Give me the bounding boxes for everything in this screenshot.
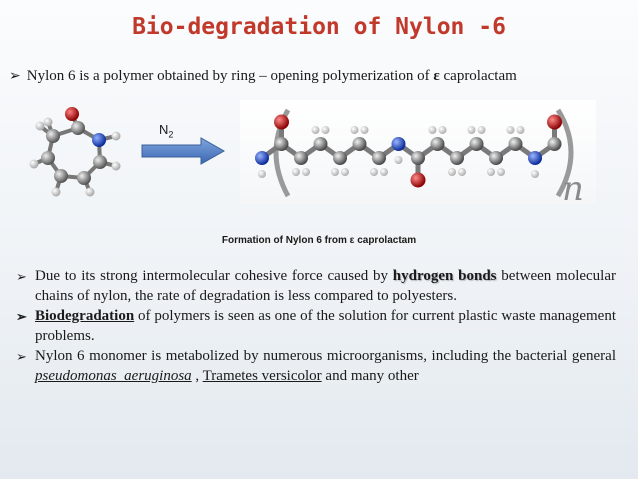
nylon-chain-svg: n bbox=[255, 108, 584, 209]
nylon-chain-image: n bbox=[240, 100, 596, 209]
trametes-term: Trametes versicolor bbox=[202, 368, 322, 384]
carbon-atom bbox=[333, 151, 347, 165]
figure-caption: Formation of Nylon 6 from ε caprolactam bbox=[221, 235, 417, 246]
right-bracket bbox=[555, 108, 574, 198]
hydrogen-atom bbox=[497, 168, 505, 176]
carbon-atom bbox=[372, 151, 386, 165]
biodegradation-term: Biodegradation bbox=[35, 308, 135, 324]
carbon-atom bbox=[313, 137, 328, 151]
hydrogen-atom bbox=[467, 126, 476, 134]
carbon-atom bbox=[294, 151, 308, 165]
bullet-arrow-icon: ➢ bbox=[16, 269, 27, 284]
oxygen-atom bbox=[274, 114, 289, 130]
hydrogen-atom bbox=[311, 126, 320, 134]
caprolactam-molecule-image bbox=[29, 107, 121, 197]
hydrogen-atom bbox=[360, 126, 369, 134]
list-item: ➢ Nylon 6 monomer is metabolized by nume… bbox=[16, 348, 616, 384]
carbon-atom bbox=[469, 137, 484, 151]
pseudomonas-term: pseudomonas aeruginosa bbox=[35, 368, 192, 384]
reagent-label: N2 bbox=[159, 122, 174, 140]
hydrogen-atom bbox=[506, 126, 515, 134]
nitrogen-atom bbox=[391, 137, 406, 151]
intro-text-before: Nylon 6 is a polymer obtained by ring – … bbox=[26, 68, 434, 84]
hydrogen-atom bbox=[341, 168, 349, 176]
bullet-arrow-icon: ➢ bbox=[16, 309, 27, 324]
carbon-atom bbox=[489, 151, 503, 165]
carbon-atom bbox=[274, 137, 289, 151]
carbon-atom bbox=[547, 137, 562, 151]
bullet-arrow-icon: ➢ bbox=[16, 349, 27, 364]
hydrogen-atom bbox=[458, 168, 466, 176]
list-item: ➢ Biodegradation of polymers is seen as … bbox=[16, 308, 616, 344]
hydrogen-atom bbox=[394, 156, 403, 164]
hydrogen-atom bbox=[428, 126, 437, 134]
hydrogen-atom bbox=[531, 170, 539, 178]
carbon-atom bbox=[508, 137, 523, 151]
bullet-list: ➢ Due to its strong intermolecular cohes… bbox=[16, 266, 616, 386]
intro-epsilon: ε bbox=[433, 68, 440, 84]
hydrogen-atom bbox=[477, 126, 486, 134]
bullet-arrow-icon: ➢ bbox=[9, 69, 21, 84]
hydrogen-atom bbox=[380, 168, 388, 176]
hydrogen-atom bbox=[331, 168, 339, 176]
intro-text-after: caprolactam bbox=[439, 68, 517, 84]
carbon-atom bbox=[450, 151, 464, 165]
intro-bullet: ➢ Nylon 6 is a polymer obtained by ring –… bbox=[9, 68, 517, 85]
repeat-unit-n-label: n bbox=[562, 169, 584, 204]
hydrogen-atom bbox=[438, 126, 447, 134]
list-item: ➢ Due to its strong intermolecular cohes… bbox=[16, 268, 616, 304]
reaction-arrow-icon bbox=[141, 137, 225, 165]
hydrogen-atom bbox=[292, 168, 300, 176]
hydrogen-atom bbox=[516, 126, 525, 134]
hydrogen-atom bbox=[350, 126, 359, 134]
hydrogen-atom bbox=[258, 170, 266, 178]
hydrogen-atom bbox=[302, 168, 310, 176]
reagent-subscript: 2 bbox=[168, 129, 174, 140]
slide-title: Bio-degradation of Nylon -6 bbox=[132, 14, 506, 40]
hydrogen-atom bbox=[321, 126, 330, 134]
carbon-atom bbox=[411, 151, 425, 165]
carbon-atom bbox=[430, 137, 445, 151]
hydrogen-atom bbox=[448, 168, 456, 176]
nitrogen-atom bbox=[255, 151, 269, 165]
hydrogen-atom bbox=[370, 168, 378, 176]
nitrogen-atom bbox=[528, 151, 542, 165]
hydrogen-atom bbox=[487, 168, 495, 176]
hydrogen-bonds-term: hydrogen bonds bbox=[392, 268, 497, 284]
oxygen-atom bbox=[410, 172, 426, 188]
carbon-atom bbox=[352, 137, 367, 151]
oxygen-atom bbox=[547, 114, 562, 130]
